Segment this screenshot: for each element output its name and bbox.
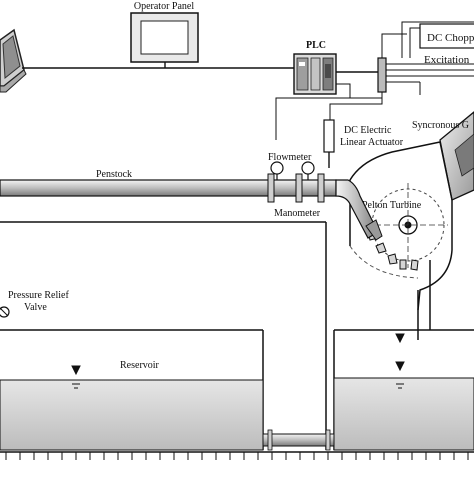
dc-chopper-box xyxy=(419,23,474,49)
excitation-label: Excitation xyxy=(424,54,470,66)
penstock-pipe xyxy=(0,173,383,241)
dc-chopper-label: DC Chopper xyxy=(427,32,474,44)
plc-unit xyxy=(293,53,337,95)
ground-line xyxy=(0,451,474,460)
laptop-icon xyxy=(0,28,27,93)
operator-panel xyxy=(130,12,199,63)
turbine-housing xyxy=(349,141,453,340)
signal-wiring xyxy=(275,21,474,140)
actuator-label-line1: DC Electric xyxy=(344,125,392,136)
reservoir-label: Reservoir xyxy=(120,360,160,371)
water-level-symbol xyxy=(71,333,405,389)
manometer-gauge xyxy=(301,161,315,180)
plc-label: PLC xyxy=(306,40,326,51)
penstock-label: Penstock xyxy=(96,169,132,180)
terminal-block xyxy=(377,57,387,93)
manometer-label: Manometer xyxy=(274,208,321,219)
synchronous-generator xyxy=(439,111,474,201)
reservoir-water xyxy=(0,379,264,451)
pelton-turbine-label: Pelton Turbine xyxy=(362,200,422,211)
tailwater-basin xyxy=(333,377,474,451)
pressure-relief-label-line1: Pressure Relief xyxy=(8,290,69,301)
flowmeter-gauge xyxy=(270,161,284,180)
flowmeter-label: Flowmeter xyxy=(268,152,312,163)
pressure-relief-label-line2: Valve xyxy=(24,302,47,313)
actuator-label-line2: Linear Actuator xyxy=(340,137,404,148)
operator-panel-label: Operator Panel xyxy=(134,1,194,12)
return-pipe xyxy=(262,429,335,451)
pelton-runner xyxy=(366,183,448,268)
linear-actuator xyxy=(323,119,335,168)
pressure-relief-valve-icon xyxy=(0,306,10,318)
syncronous-label: Syncronous G xyxy=(412,120,469,131)
